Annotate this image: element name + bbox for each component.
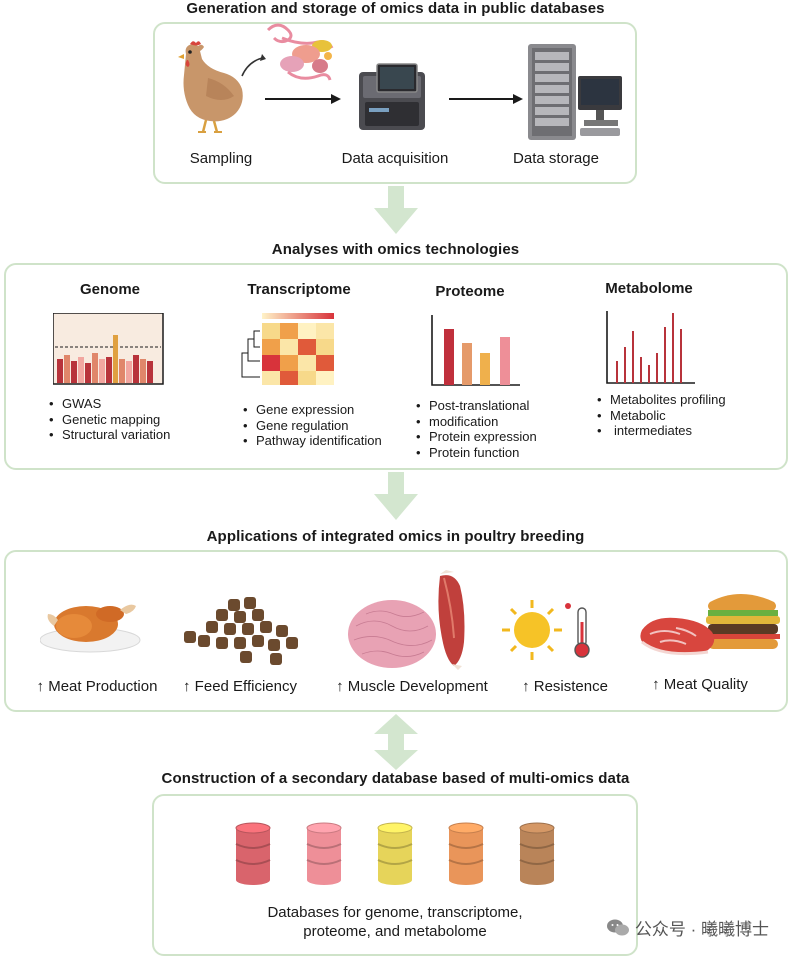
sun-thermometer-icon	[502, 600, 590, 660]
transcriptome-bullets: Gene expression Gene regulation Pathway …	[242, 402, 382, 449]
section-title-secondary-database: Construction of a secondary database bas…	[161, 770, 630, 787]
title-metabolome: Metabolome	[605, 280, 693, 297]
double-arrow-icon	[374, 714, 418, 770]
database-cylinders	[235, 822, 555, 885]
section-title-analyses: Analyses with omics technologies	[271, 241, 520, 258]
metabolome-spectrum-icon	[606, 311, 695, 384]
proteome-bar-chart-icon	[431, 315, 520, 386]
label-sampling: Sampling	[189, 150, 253, 167]
label-meat-production: ↑ Meat Production	[36, 678, 158, 695]
transcriptome-heatmap-icon	[241, 313, 334, 385]
label-data-acquisition: Data acquisition	[341, 150, 449, 167]
transcriptome-bullet: Gene regulation	[242, 418, 382, 434]
genome-manhattan-plot-icon	[53, 313, 164, 385]
proteome-bullet: Protein expression	[415, 429, 537, 445]
down-arrow-2-icon	[374, 472, 418, 520]
label-resistence: ↑ Resistence	[522, 678, 608, 695]
genome-bullet: Structural variation	[48, 427, 170, 443]
section-title-applications: Applications of integrated omics in poul…	[206, 528, 585, 545]
section-title-generation: Generation and storage of omics data in …	[186, 0, 605, 17]
workflow-arrow-2	[449, 94, 523, 104]
sequencer-icon	[359, 63, 425, 130]
label-muscle-development: ↑ Muscle Development	[336, 678, 488, 695]
label-meat-quality: ↑ Meat Quality	[652, 676, 748, 693]
transcriptome-bullet: Gene expression	[242, 402, 382, 418]
watermark-text: 公众号 · 曦曦博士	[634, 920, 769, 939]
meat-burger-icon	[640, 594, 780, 656]
database-caption-line2: proteome, and metabolome	[303, 923, 487, 940]
organs-icon	[266, 23, 334, 81]
proteome-bullets: Post-translational modification Protein …	[415, 398, 537, 460]
title-genome: Genome	[79, 281, 140, 298]
genome-bullet: Genetic mapping	[48, 412, 170, 428]
feed-pellets-icon	[184, 597, 298, 665]
metabolome-bullet: Metabolic	[596, 408, 726, 424]
title-proteome: Proteome	[435, 283, 505, 300]
roast-chicken-icon	[40, 604, 141, 653]
genome-bullets: GWAS Genetic mapping Structural variatio…	[48, 396, 170, 443]
proteome-bullet: Protein function	[415, 445, 537, 461]
chicken-icon	[178, 41, 243, 133]
metabolome-bullet: Metabolites profiling	[596, 392, 726, 408]
transcriptome-bullet: Pathway identification	[242, 433, 382, 449]
muscle-tissue-icon	[348, 570, 465, 670]
database-cylinder-icon	[519, 822, 555, 885]
watermark: 公众号 · 曦曦博士	[606, 915, 769, 940]
label-data-storage: Data storage	[513, 150, 599, 167]
database-cylinder-icon	[306, 822, 342, 885]
database-caption-line1: Databases for genome, transcriptome,	[267, 904, 523, 921]
label-feed-efficiency: ↑ Feed Efficiency	[183, 678, 297, 695]
workflow-arrow-1	[265, 94, 341, 104]
database-cylinder-icon	[377, 822, 413, 885]
sample-arrow-icon	[241, 54, 266, 77]
metabolome-bullets: Metabolites profiling Metabolic intermed…	[596, 392, 726, 439]
database-cylinder-icon	[448, 822, 484, 885]
proteome-bullet-cont: modification	[415, 414, 537, 430]
title-transcriptome: Transcriptome	[247, 281, 351, 298]
metabolome-bullet-cont: intermediates	[596, 423, 726, 439]
proteome-bullet: Post-translational	[415, 398, 537, 414]
down-arrow-1-icon	[374, 186, 418, 234]
genome-bullet: GWAS	[48, 396, 170, 412]
database-caption: Databases for genome, transcriptome, pro…	[150, 903, 640, 941]
wechat-icon	[606, 919, 629, 935]
database-cylinder-icon	[235, 822, 271, 885]
server-icon	[528, 44, 622, 140]
